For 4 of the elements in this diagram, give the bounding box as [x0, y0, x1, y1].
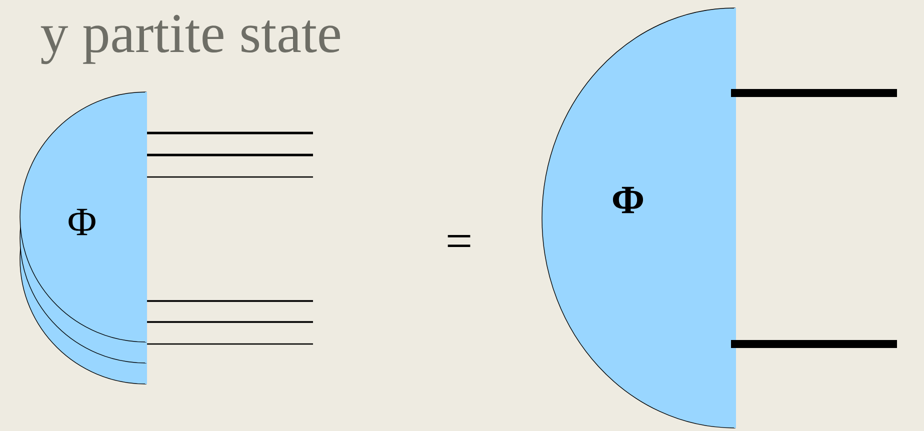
- half-disc: Φ: [542, 8, 736, 428]
- equals-sign: =: [448, 235, 470, 248]
- half-disc: Φ: [20, 92, 148, 384]
- title: y partite state: [40, 14, 340, 64]
